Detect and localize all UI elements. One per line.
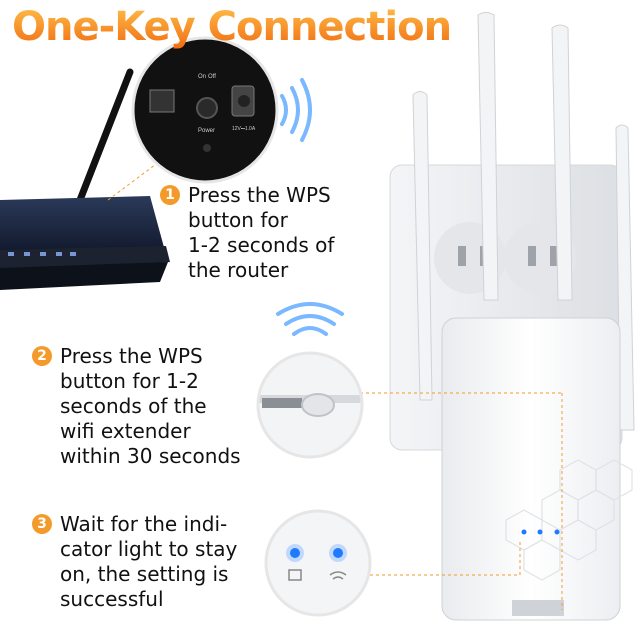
step-text: Wait for the indi- cator light to stay o… xyxy=(60,512,238,611)
step-number-badge: 3 xyxy=(32,514,52,534)
power-label: Power xyxy=(198,128,215,134)
step-1: 1 Press the WPS button for 1-2 seconds o… xyxy=(160,183,334,283)
wps-button-zoom xyxy=(258,353,362,457)
on-label: On xyxy=(198,74,206,80)
lan-icon xyxy=(288,569,302,581)
indicator-lights-zoom xyxy=(266,511,370,615)
wifi-signal-icon xyxy=(280,78,312,142)
page-title: One-Key Connection xyxy=(12,4,452,50)
step-text: Press the WPS button for 1-2 seconds of … xyxy=(60,344,241,468)
step-number-badge: 1 xyxy=(160,185,180,205)
router-panel-zoom xyxy=(133,38,277,182)
wifi-icon xyxy=(329,571,347,580)
step-3: 3 Wait for the indi- cator light to stay… xyxy=(32,512,237,612)
step-2: 2 Press the WPS button for 1-2 seconds o… xyxy=(32,344,241,469)
dc-label: 12V⎓1.0A xyxy=(232,126,256,132)
router-image xyxy=(0,68,170,290)
step-number-badge: 2 xyxy=(32,346,52,366)
off-label: Off xyxy=(208,74,216,80)
step-text: Press the WPS button for 1-2 seconds of … xyxy=(188,183,335,282)
